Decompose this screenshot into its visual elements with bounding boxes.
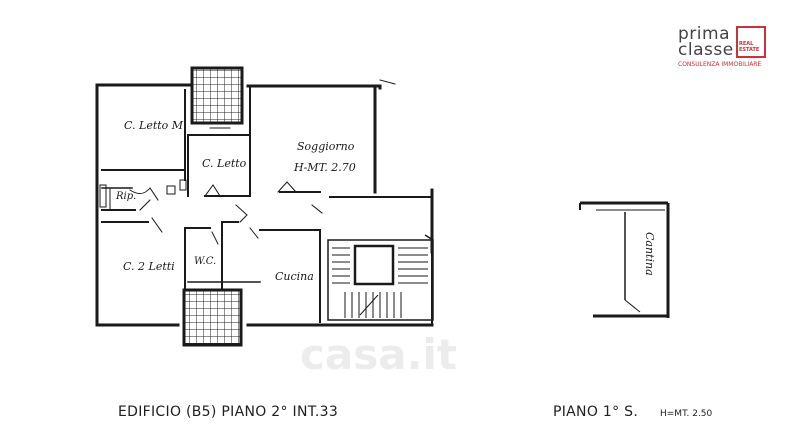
room-label-rip: Rip. <box>115 191 136 202</box>
room-label-soggiorno: Soggiorno <box>297 140 355 153</box>
balcony-top <box>190 66 244 125</box>
room-label-due-letti: C. 2 Letti <box>123 260 175 273</box>
logo-badge-frame <box>736 26 766 58</box>
balcony-bottom <box>182 288 243 347</box>
caption-basement: PIANO 1° S. <box>553 404 638 420</box>
room-label-wc: W.C. <box>194 256 216 267</box>
room-label-cantina: Cantina <box>643 232 656 276</box>
caption-main-floor: EDIFICIO (B5) PIANO 2° INT.33 <box>118 404 338 420</box>
room-height-soggiorno: H-MT. 2.70 <box>293 161 356 174</box>
caption-basement-height: H=MT. 2.50 <box>660 409 713 419</box>
cantina-walls <box>579 201 670 318</box>
brand-logo: prima classe REAL ESTATE CONSULENZA IMMO… <box>678 24 768 70</box>
watermark: casa.it <box>300 330 458 379</box>
logo-badge-text: REAL ESTATE <box>739 41 760 53</box>
room-label-letto-m: C. Letto M. <box>124 119 187 132</box>
stairwell <box>327 234 434 321</box>
logo-word-classe: classe <box>678 40 734 60</box>
apartment-walls <box>95 79 434 327</box>
logo-word-prima: prima <box>678 24 730 44</box>
room-label-cucina: Cucina <box>275 270 314 283</box>
logo-tagline: CONSULENZA IMMOBILIARE <box>678 61 762 68</box>
room-label-letto: C. Letto <box>202 157 247 170</box>
